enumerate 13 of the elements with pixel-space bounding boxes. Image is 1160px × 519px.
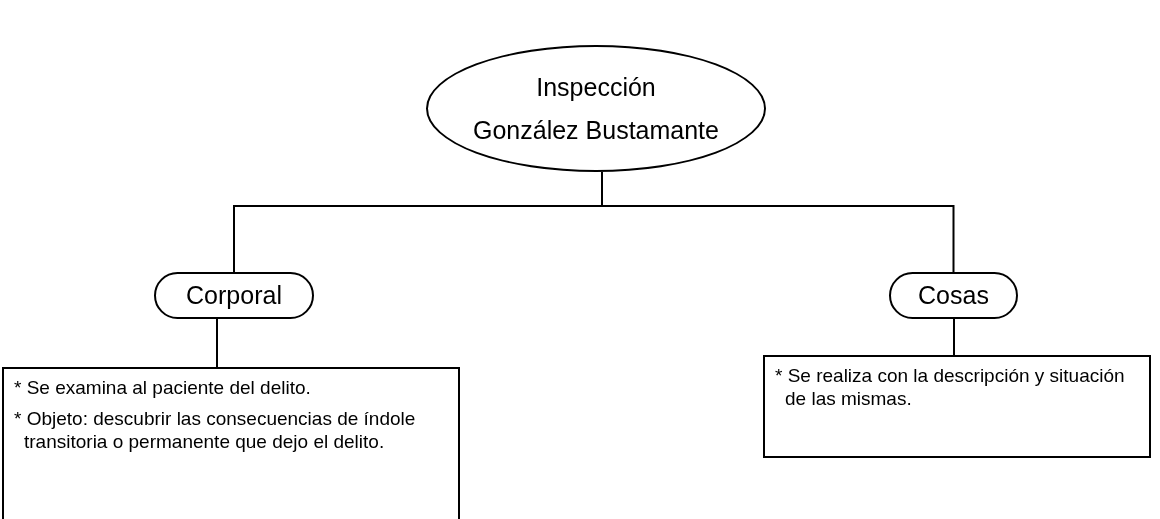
rounded-node (889, 272, 1018, 319)
node-text: Inspección (536, 72, 656, 102)
rounded-node (154, 272, 314, 319)
node-text: * Se examina al paciente del delito. (14, 377, 312, 400)
node-text: Corporal (186, 281, 282, 310)
node-text: González Bustamante (473, 115, 719, 145)
text-box (2, 367, 460, 519)
connector-line (953, 318, 955, 356)
node-text: Cosas (918, 281, 989, 310)
connector-line (216, 318, 218, 368)
node-text: * Objeto: descubrir las consecuencias de índole transitoria o permanente que dejo el delito. (14, 407, 417, 454)
node-text: * Se realiza con la descripción y situación de las mismas. (775, 365, 1126, 411)
text-box (763, 355, 1151, 458)
